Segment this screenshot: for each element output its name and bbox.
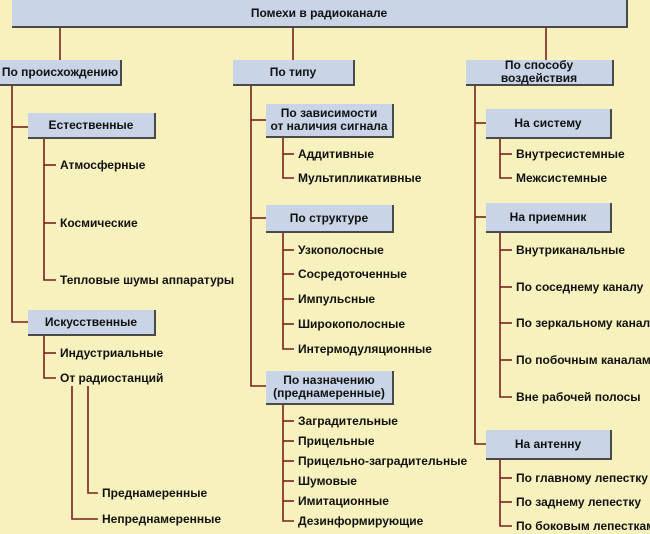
natural-box: Естественные [28, 113, 156, 139]
purpose-item-2: Прицельно-заградительные [298, 454, 468, 468]
system-item-1: Межсистемные [516, 171, 608, 185]
root-box: Помехи в радиоканале [12, 0, 628, 28]
antenna-item-2: По боковым лепесткам [516, 519, 650, 533]
receiver-item-2: По зеркальному каналу [516, 316, 650, 330]
system-item-0: Внутресистемные [516, 147, 625, 161]
purpose-item-4: Имитационные [298, 494, 389, 508]
signal-item-multiplicative: Мультипликативные [298, 171, 422, 185]
type-box: По типу [233, 60, 355, 86]
receiver-box: На приемник [486, 203, 612, 233]
purpose-box: По назначению (преднамеренные) [266, 371, 394, 405]
effect-box: По способу воздействия [466, 59, 614, 86]
origin-box: По происхождению [0, 60, 122, 86]
structure-box: По структуре [266, 205, 394, 233]
antenna-item-0: По главному лепестку [516, 471, 648, 485]
structure-item-2: Импульсные [298, 292, 376, 306]
artificial-item-industrial: Индустриальные [60, 346, 164, 360]
natural-item-atmospheric: Атмосферные [60, 158, 146, 172]
purpose-item-0: Заградительные [298, 414, 398, 428]
purpose-item-1: Прицельные [298, 434, 375, 448]
natural-item-cosmic: Космические [60, 216, 138, 230]
receiver-item-0: Внутриканальные [516, 243, 626, 257]
purpose-item-3: Шумовые [298, 474, 357, 488]
radio-item-intentional: Преднамеренные [102, 486, 208, 500]
antenna-box: На антенну [486, 430, 612, 460]
signal-dependence-box: По зависимости от наличия сигнала [266, 104, 394, 138]
structure-item-4: Интермодуляционные [298, 342, 432, 356]
radio-item-unintentional: Непреднамеренные [102, 512, 222, 526]
receiver-item-1: По соседнему каналу [516, 280, 644, 294]
structure-item-1: Сосредоточенные [298, 267, 407, 281]
receiver-item-4: Вне рабочей полосы [516, 390, 641, 404]
natural-item-thermal: Тепловые шумы аппаратуры [60, 273, 235, 287]
antenna-item-1: По заднему лепестку [516, 495, 642, 509]
structure-item-3: Широкополосные [298, 317, 406, 331]
structure-item-0: Узкополосные [298, 243, 384, 257]
artificial-box: Искусственные [28, 310, 156, 336]
system-box: На систему [486, 109, 612, 139]
purpose-item-5: Дезинформирующие [298, 514, 424, 528]
receiver-item-3: По побочным каналам [516, 353, 650, 367]
artificial-item-radio: От радиостанций [60, 371, 164, 385]
signal-item-additive: Аддитивные [298, 147, 375, 161]
